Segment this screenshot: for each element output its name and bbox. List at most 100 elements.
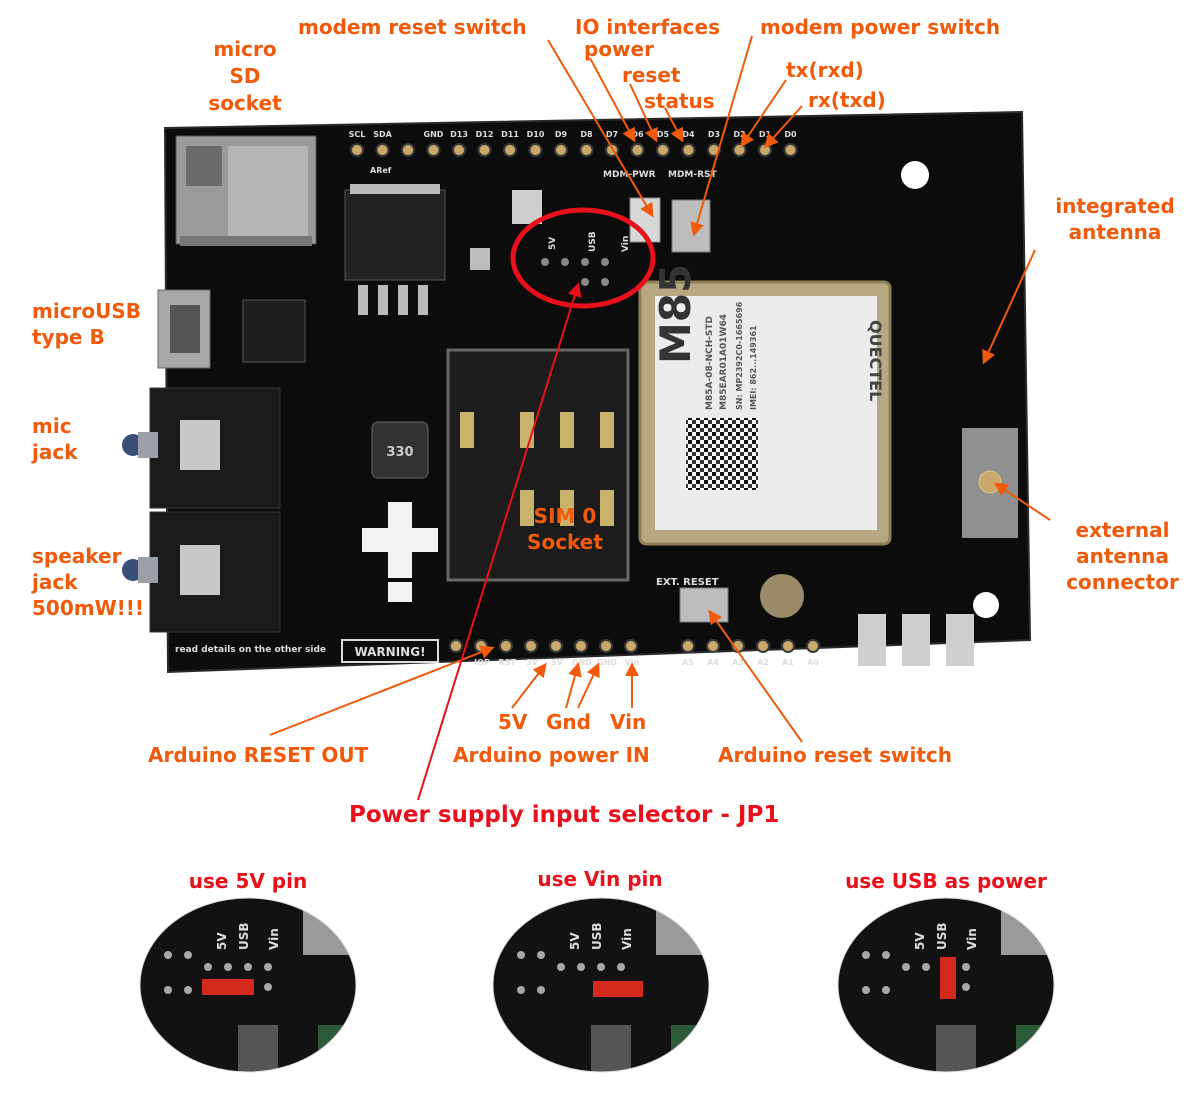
header-pin [449,639,463,653]
red-pointer [417,282,582,801]
label-arduino-reset-out: Arduino RESET OUT [148,743,369,767]
header-pin [401,143,415,157]
svg-text:SN: MP2392C0-1665696: SN: MP2392C0-1665696 [735,301,744,410]
pad [902,614,930,666]
header-pin-label: 5V [551,658,564,667]
header-pin [806,639,820,653]
jumper-bridge [940,957,956,999]
usb-ic-chip [242,299,306,363]
header-pin [524,639,538,653]
jumper-title-5v: use 5V pin [188,869,308,893]
header-pin-label: 3V [526,658,539,667]
label-io-reset: reset [622,63,681,87]
jp1-highlight-circle [510,207,656,309]
header-pin-label: D8 [580,130,593,139]
header-pin [706,639,720,653]
pad [946,614,974,666]
orange-pointers [269,35,1051,743]
pad [858,614,886,666]
header-pin-label: D4 [682,130,695,139]
header-pin-label: IOP [474,658,490,667]
header-pin-label: D12 [476,130,494,139]
header-pin [624,639,638,653]
gsm-modem-module: M85 QUECTEL M85A-08-NCH-STD M85EAR01A01W… [638,264,892,546]
svg-text:M85EAR01A01W64: M85EAR01A01W64 [719,314,729,410]
label-pin-gnd: Gnd [546,710,591,734]
jp1-jumper: 5V USB Vin [541,231,631,286]
label-pin-vin: Vin [610,710,647,734]
mdm-rst-label: MDM-RST [668,170,718,180]
header-pin [528,143,543,157]
header-pin-label: A4 [707,658,719,667]
header-pin [681,143,696,157]
header-pin [452,143,466,157]
header-pin [554,143,568,157]
svg-text:M85A-08-NCH-STD: M85A-08-NCH-STD [705,316,715,410]
side-note: read details on the other side [175,645,326,655]
warning-box: WARNING! [341,639,439,663]
jumper-title-usb: use USB as power [845,869,1047,893]
header-pin [477,143,492,157]
header-pin-label: SDA [373,130,392,139]
micro-usb-connector [157,289,211,369]
integrated-antenna-area [962,428,1018,538]
label-arduino-reset-switch: Arduino reset switch [718,743,953,767]
svg-text:USB: USB [588,231,598,252]
sim-socket-component [446,348,630,582]
header-pin [574,639,588,653]
header-pin [656,143,670,157]
header-pin-label: D7 [606,130,618,139]
header-pin [549,639,563,653]
micro-sd-socket [175,135,317,246]
header-pin [350,143,364,157]
header-pin-label: D6 [631,130,644,139]
svg-text:IMEI: 862...149361: IMEI: 862...149361 [749,325,758,410]
header-pin [681,639,695,653]
header-pin [758,143,772,157]
aref-label: ARef [370,166,392,175]
header-pin-label: GND [572,658,592,667]
jumper-title-vin: use Vin pin [537,867,663,891]
svg-text:WARNING!: WARNING! [354,645,425,659]
jumper-pin-label: USB [935,922,949,950]
header-pin-label: RST [498,658,516,667]
jumper-pin-label: 5V [913,932,927,950]
header-pin-label: D0 [784,130,797,139]
header-pin [375,143,390,157]
label-modem-power-switch: modem power switch [760,15,1001,39]
jumper-bridge [202,979,254,995]
jumper-pin-label: 5V [215,932,229,950]
label-tx: tx(rxd) [786,58,864,82]
speaker-jack-component [122,511,281,633]
modem-reset-switch-part [671,199,711,253]
header-pin-label: A0 [807,658,819,667]
header-pin [426,143,441,157]
inductor: 330 [371,421,429,479]
label-arduino-power-in: Arduino power IN [453,743,650,767]
label-io-interfaces: IO interfaces [575,15,721,39]
jumper-pin-label: 5V [568,932,582,950]
label-io-power: power [584,37,654,61]
mic-jack-component [122,387,281,509]
header-pin-label: A3 [732,658,744,667]
jumper-pin-label: Vin [267,928,281,950]
smd-component [512,190,542,224]
svg-text:Vin: Vin [621,236,631,252]
header-pin-label: D13 [450,130,468,139]
jumper-pin-label: Vin [620,928,634,950]
jumper-view-1: 5V USB Vin [140,898,356,1072]
header-pin-label: SCL [349,130,366,139]
header-pin [756,639,770,653]
header-pin [579,143,594,157]
svg-text:5V: 5V [548,237,558,250]
header-pin-label: D1 [759,130,772,139]
header-pin [781,639,795,653]
jumper-pin-label: USB [237,922,251,950]
header-pin [732,143,747,157]
